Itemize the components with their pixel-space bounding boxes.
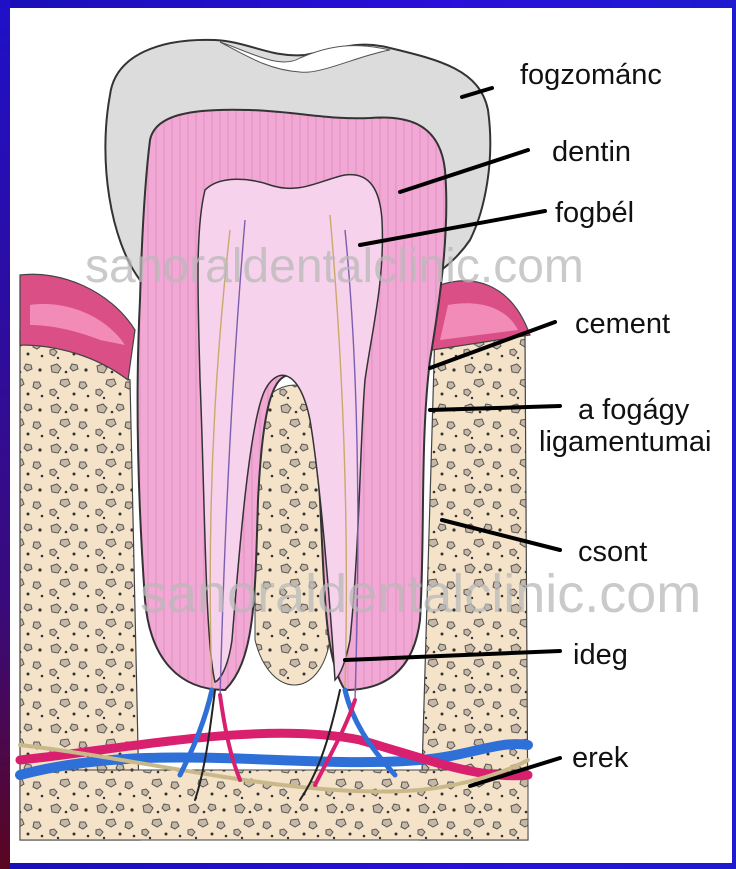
label-enamel: fogzománc [520, 59, 662, 91]
label-pulp: fogbél [555, 197, 634, 229]
label-nerve: ideg [573, 639, 628, 671]
label-vessels: erek [572, 742, 629, 774]
watermark-top: sanoraldentalclinic.com [85, 240, 584, 293]
label-cement: cement [575, 308, 670, 340]
watermark-bottom: sanoraldentalclinic.com [140, 564, 701, 624]
label-dentin: dentin [552, 136, 631, 168]
label-ligament-line2: ligamentumai [539, 426, 711, 458]
label-bone: csont [578, 536, 647, 568]
label-ligament-line1: a fogágy [578, 394, 690, 426]
